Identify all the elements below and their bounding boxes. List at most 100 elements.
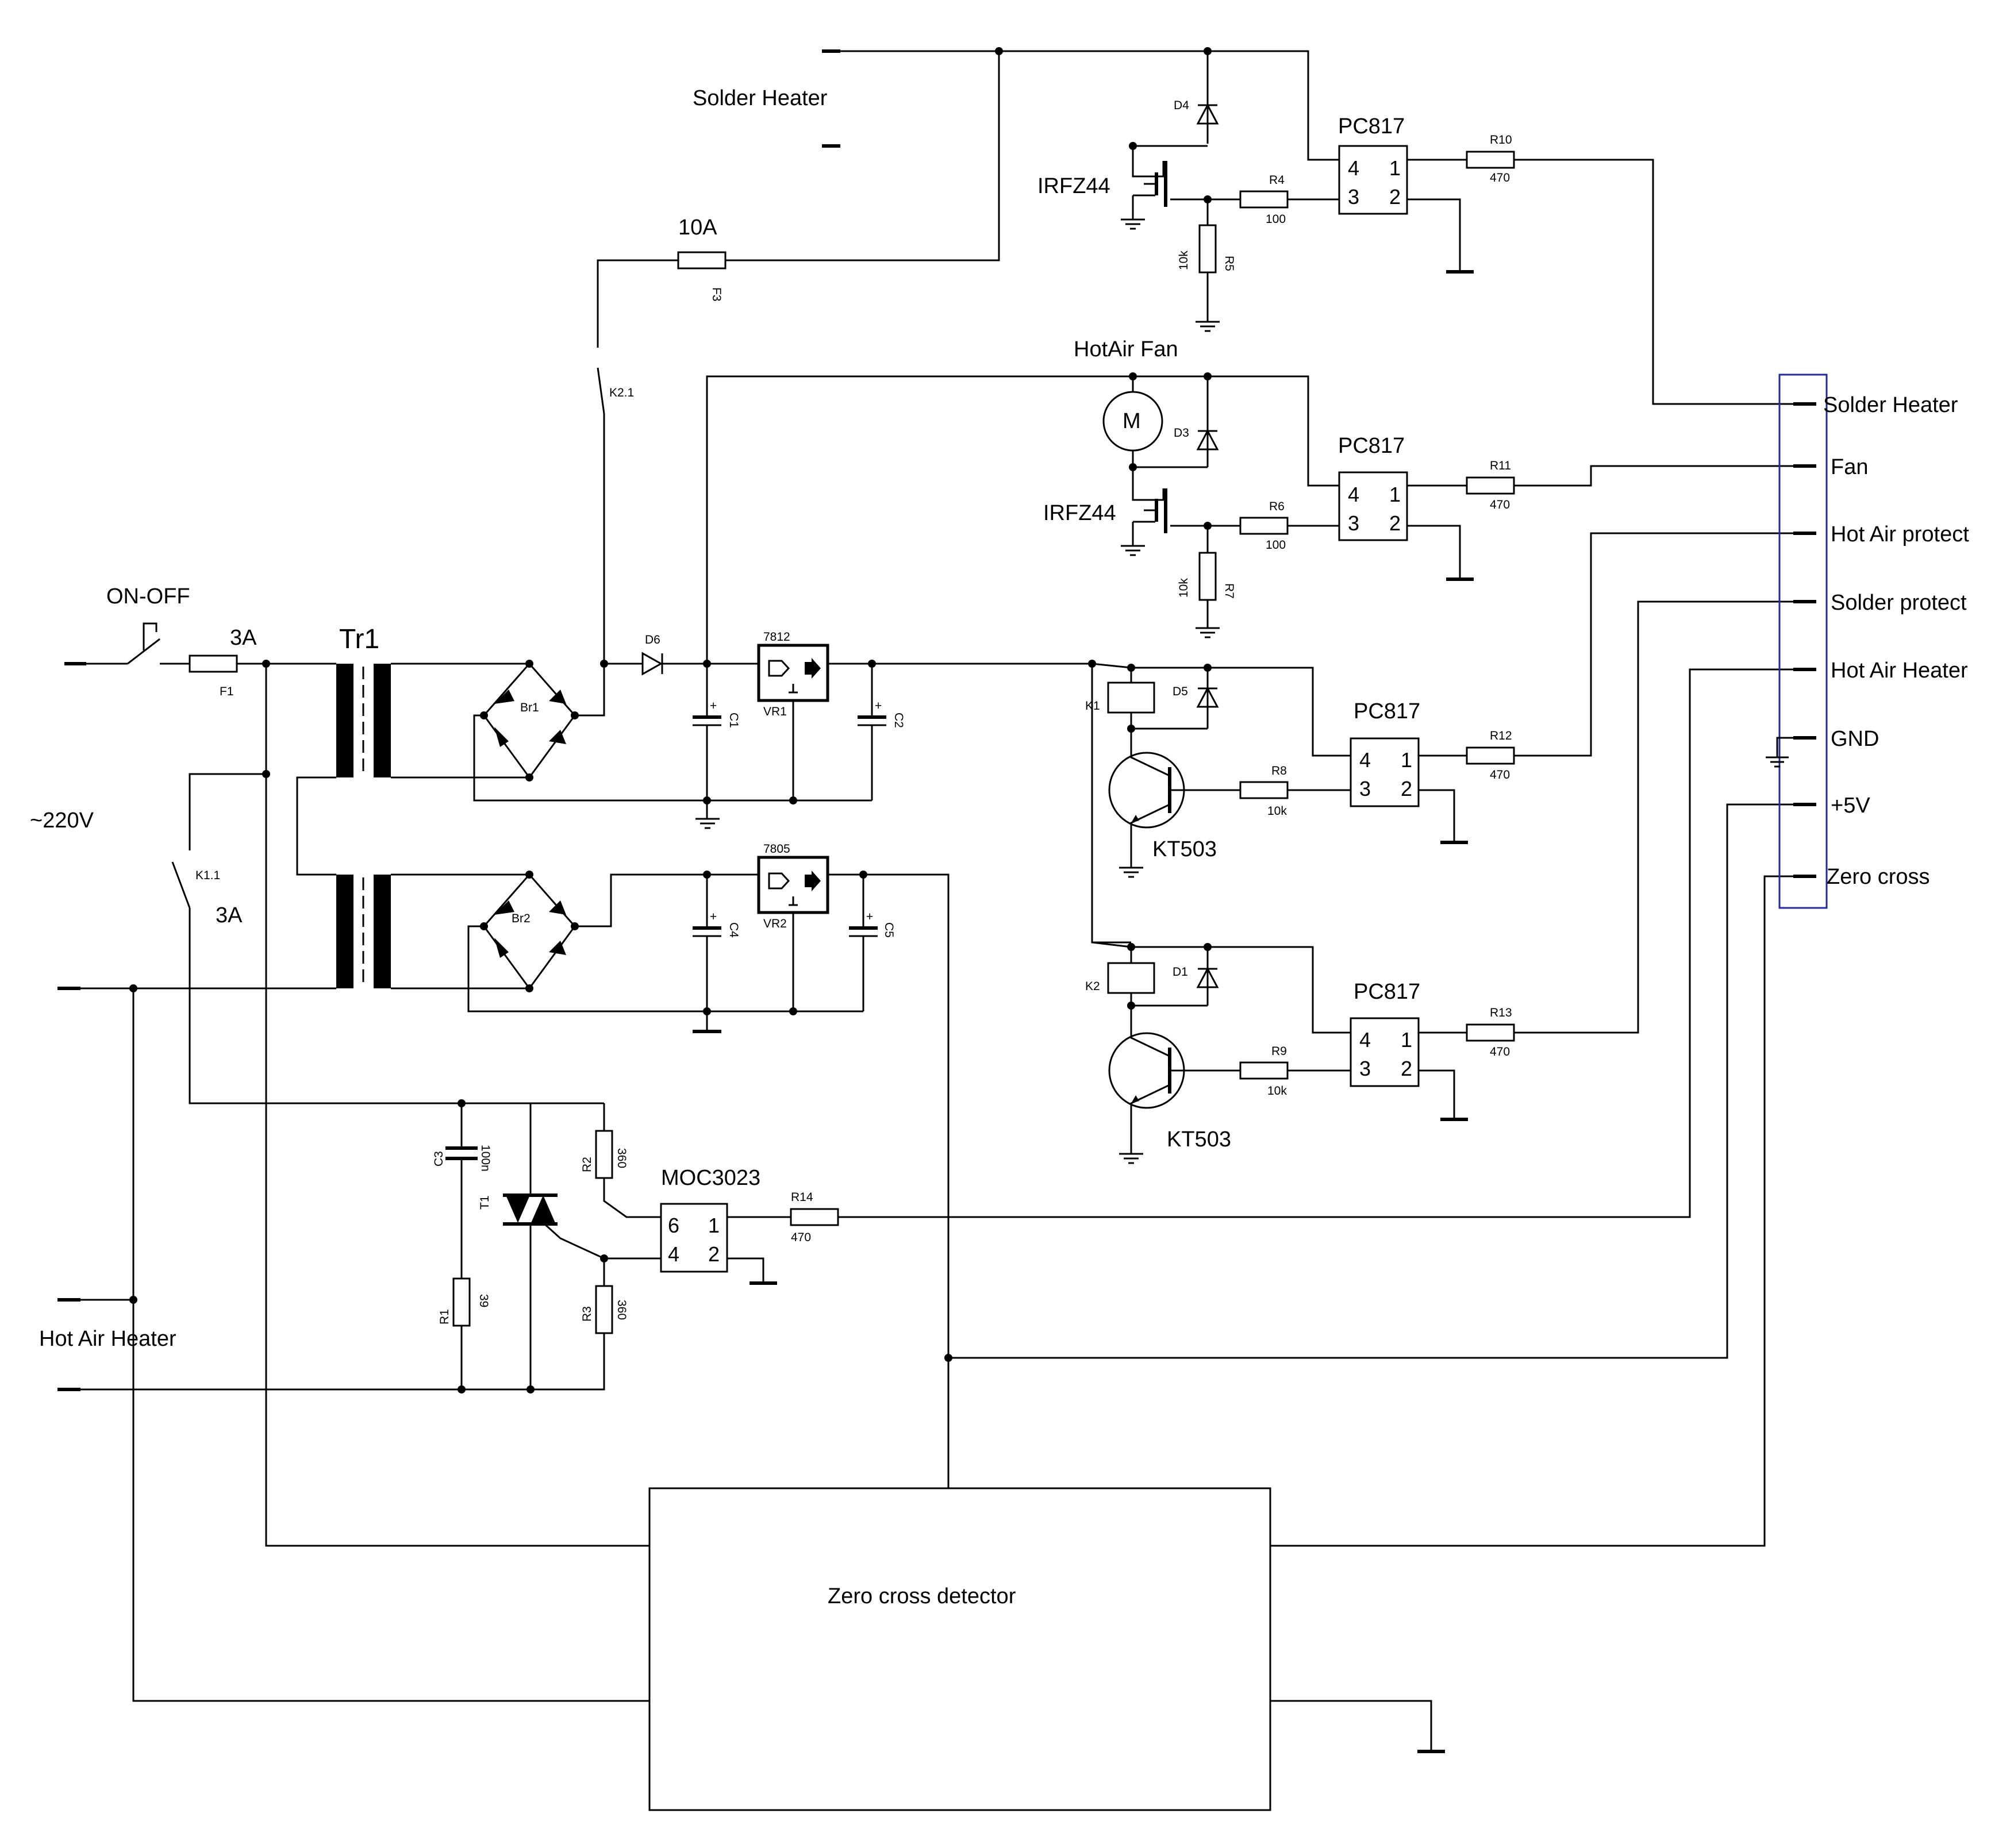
connector-pin-hot-air-heater: Hot Air Heater xyxy=(1831,659,1968,683)
r4-value: 100 xyxy=(1266,213,1286,226)
moc3023-label: MOC3023 xyxy=(661,1166,760,1190)
opto-pin: 1 xyxy=(1389,156,1401,180)
plus-symbol: + xyxy=(710,699,717,713)
c3-label: C3 xyxy=(432,1151,445,1166)
d5-label: D5 xyxy=(1173,685,1188,698)
k11-label: K1.1 xyxy=(195,869,220,882)
r2-value: 360 xyxy=(615,1148,628,1168)
opto-pin: 3 xyxy=(1348,185,1359,209)
connector-pin-5v: +5V xyxy=(1831,794,1870,818)
irfz44-fan-label: IRFZ44 xyxy=(1043,501,1116,525)
r3-label: R3 xyxy=(581,1306,594,1322)
r10-value: 470 xyxy=(1490,171,1510,184)
vr2-label: VR2 xyxy=(763,917,787,930)
r1-label: R1 xyxy=(438,1309,451,1325)
opto-pin: 4 xyxy=(1348,156,1359,180)
d3-label: D3 xyxy=(1174,426,1189,440)
r4-label: R4 xyxy=(1269,174,1285,187)
opto-pin: 4 xyxy=(1348,483,1359,506)
irfz44-top-label: IRFZ44 xyxy=(1037,174,1110,198)
plus-symbol: + xyxy=(710,910,717,923)
opto-pin: 1 xyxy=(1401,1028,1412,1052)
opto-pin: 6 xyxy=(668,1214,679,1237)
pc817-1-label: PC817 xyxy=(1338,114,1405,138)
power-supply-section: Br1 D6 + C1 7812 VR1 + xyxy=(391,630,1793,1488)
r3-value: 360 xyxy=(615,1300,628,1320)
k1-label: K1 xyxy=(1085,699,1100,713)
opto-pin: 2 xyxy=(1401,777,1412,800)
fan-section: HotAir Fan M D3 IRFZ44 R6 100 1 xyxy=(706,337,1793,664)
opto-pin: 4 xyxy=(1359,748,1371,772)
connector-pin-solder-heater: Solder Heater xyxy=(1823,393,1958,417)
kt503-1-label: KT503 xyxy=(1152,837,1217,861)
opto-pin: 1 xyxy=(708,1214,720,1237)
opto-pin: 3 xyxy=(1359,777,1371,800)
opto-pin: 4 xyxy=(1359,1028,1371,1052)
connector-pin-zero-cross: Zero cross xyxy=(1827,865,1930,889)
opto-pin: 2 xyxy=(1389,511,1401,535)
vr1-type: 7812 xyxy=(763,630,790,644)
f1-label: F1 xyxy=(220,685,234,698)
d6-label: D6 xyxy=(645,633,660,646)
kt503-2-label: KT503 xyxy=(1167,1127,1231,1152)
pc817-4-label: PC817 xyxy=(1354,980,1420,1004)
r2-label: R2 xyxy=(581,1157,594,1172)
r9-label: R9 xyxy=(1271,1045,1287,1058)
opto-pin: 1 xyxy=(1401,748,1412,772)
vr1-label: VR1 xyxy=(763,705,787,718)
hotair-fan-label: HotAir Fan xyxy=(1074,337,1178,361)
fuse-3a-k11-label: 3A xyxy=(216,903,243,927)
f3-label: F3 xyxy=(710,287,723,302)
r1-value: 39 xyxy=(477,1294,490,1307)
d1-label: D1 xyxy=(1173,965,1188,979)
r11-value: 470 xyxy=(1490,498,1510,511)
r7-label: R7 xyxy=(1223,583,1236,599)
r11-label: R11 xyxy=(1490,459,1511,472)
c2-label: C2 xyxy=(892,713,905,728)
relay-driver-section: K1 D5 KT503 R8 10k PC817 4 1 3 2 R12 470 xyxy=(1085,532,1793,1164)
r14-value: 470 xyxy=(791,1231,811,1244)
r7-value: 10k xyxy=(1177,578,1190,598)
k21-label: K2.1 xyxy=(609,386,634,399)
r10-label: R10 xyxy=(1490,133,1512,147)
hot-air-heater-label: Hot Air Heater xyxy=(39,1327,176,1351)
connector-pin-hot-air-protect: Hot Air protect xyxy=(1831,522,1969,546)
opto-pin: 2 xyxy=(1389,185,1401,209)
opto-pin: 4 xyxy=(668,1242,679,1266)
br2-label: Br2 xyxy=(512,912,531,925)
vr2-type: 7805 xyxy=(763,842,790,856)
connector: Solder Heater Fan Hot Air protect Solder… xyxy=(1766,374,1969,909)
r8-label: R8 xyxy=(1271,764,1287,777)
r9-value: 10k xyxy=(1267,1084,1287,1098)
c5-label: C5 xyxy=(882,922,895,938)
c1-label: C1 xyxy=(727,713,740,728)
solder-heater-section: Solder Heater 10A F3 K2.1 D4 IRFZ44 R4 xyxy=(597,47,1793,664)
connector-pin-gnd: GND xyxy=(1831,727,1879,751)
r13-label: R13 xyxy=(1490,1006,1512,1019)
r6-value: 100 xyxy=(1266,538,1286,552)
zero-cross-detector-label: Zero cross detector xyxy=(828,1584,1016,1608)
zero-cross-section: Zero cross detector xyxy=(648,875,1793,1811)
on-off-label: ON-OFF xyxy=(106,584,190,609)
c4-label: C4 xyxy=(727,922,740,938)
connector-border xyxy=(1778,374,1828,909)
br1-label: Br1 xyxy=(520,701,539,714)
fuse-3a-top-label: 3A xyxy=(230,626,257,650)
plus-symbol: + xyxy=(875,699,882,713)
r12-value: 470 xyxy=(1490,768,1510,781)
opto-pin: 2 xyxy=(708,1242,720,1266)
r14-label: R14 xyxy=(791,1191,813,1204)
connector-pin-solder-protect: Solder protect xyxy=(1831,591,1967,615)
mains-section: ON-OFF 3A F1 ~220V Tr1 K1.1 3A xyxy=(30,584,649,1702)
r8-value: 10k xyxy=(1267,804,1287,818)
r6-label: R6 xyxy=(1269,500,1285,513)
zero-cross-detector-box xyxy=(648,1487,1271,1811)
k2-label: K2 xyxy=(1085,980,1100,993)
opto-pin: 3 xyxy=(1359,1057,1371,1080)
r5-label: R5 xyxy=(1223,256,1236,271)
opto-pin: 3 xyxy=(1348,511,1359,535)
pc817-3-label: PC817 xyxy=(1354,699,1420,723)
r13-value: 470 xyxy=(1490,1045,1510,1058)
d4-label: D4 xyxy=(1174,99,1189,112)
t1-label: T1 xyxy=(478,1195,491,1210)
